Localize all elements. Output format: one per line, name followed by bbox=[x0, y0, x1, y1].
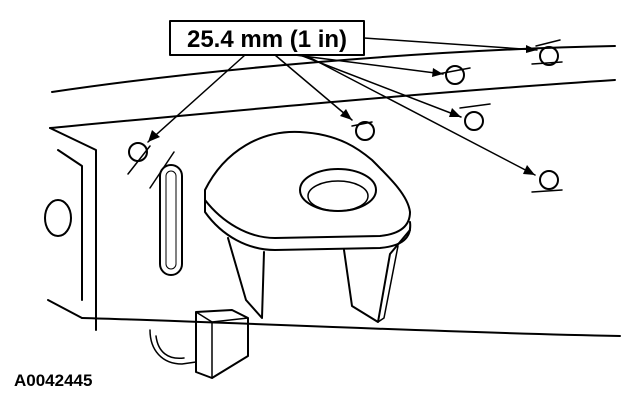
marker-circle-icon bbox=[128, 142, 148, 162]
arrowhead bbox=[340, 109, 352, 120]
marker-circle-icon bbox=[445, 65, 465, 85]
bracket-plate-thickness bbox=[204, 199, 412, 251]
callout-box bbox=[169, 20, 365, 56]
marker-circle-icon bbox=[539, 46, 559, 66]
bracket-bolt-hole-bore bbox=[307, 180, 369, 212]
figure-id: A0042445 bbox=[14, 371, 92, 390]
arrowhead bbox=[432, 68, 443, 77]
markers bbox=[127, 39, 563, 193]
bracket-left-leg bbox=[227, 237, 265, 319]
rail-end-outline bbox=[49, 127, 97, 331]
rail-upper-flange-line bbox=[49, 79, 616, 129]
marker-tick-marks bbox=[127, 39, 563, 193]
callout: 25.4 mm (1 in) bbox=[169, 20, 365, 56]
arrowhead bbox=[449, 108, 461, 117]
marker-circle-icon bbox=[539, 170, 559, 190]
marker-circle-icon bbox=[355, 121, 375, 141]
rail-round-hole bbox=[44, 199, 72, 237]
rail-slot-hole-inner bbox=[165, 170, 177, 270]
bracket-top-plate bbox=[204, 130, 411, 239]
marker-circle-icon bbox=[464, 111, 484, 131]
rail-end-notch bbox=[57, 149, 83, 301]
arrowhead bbox=[526, 45, 537, 53]
rail-end-lower bbox=[47, 299, 83, 319]
rail-slot-hole bbox=[159, 164, 183, 276]
arrowheads bbox=[148, 45, 537, 175]
arrowhead bbox=[148, 130, 160, 142]
mounting-bracket bbox=[204, 130, 412, 323]
frame-rail bbox=[44, 45, 621, 337]
lower-clip bbox=[149, 309, 249, 379]
clip-outline bbox=[195, 309, 249, 379]
leader-arrows bbox=[147, 37, 538, 176]
clip-tab bbox=[149, 329, 197, 365]
bracket-right-leg-edge bbox=[377, 245, 399, 323]
arrowhead bbox=[523, 165, 535, 175]
callout-label: 25.4 mm (1 in) bbox=[187, 26, 347, 53]
rail-bottom-edge bbox=[81, 317, 621, 337]
